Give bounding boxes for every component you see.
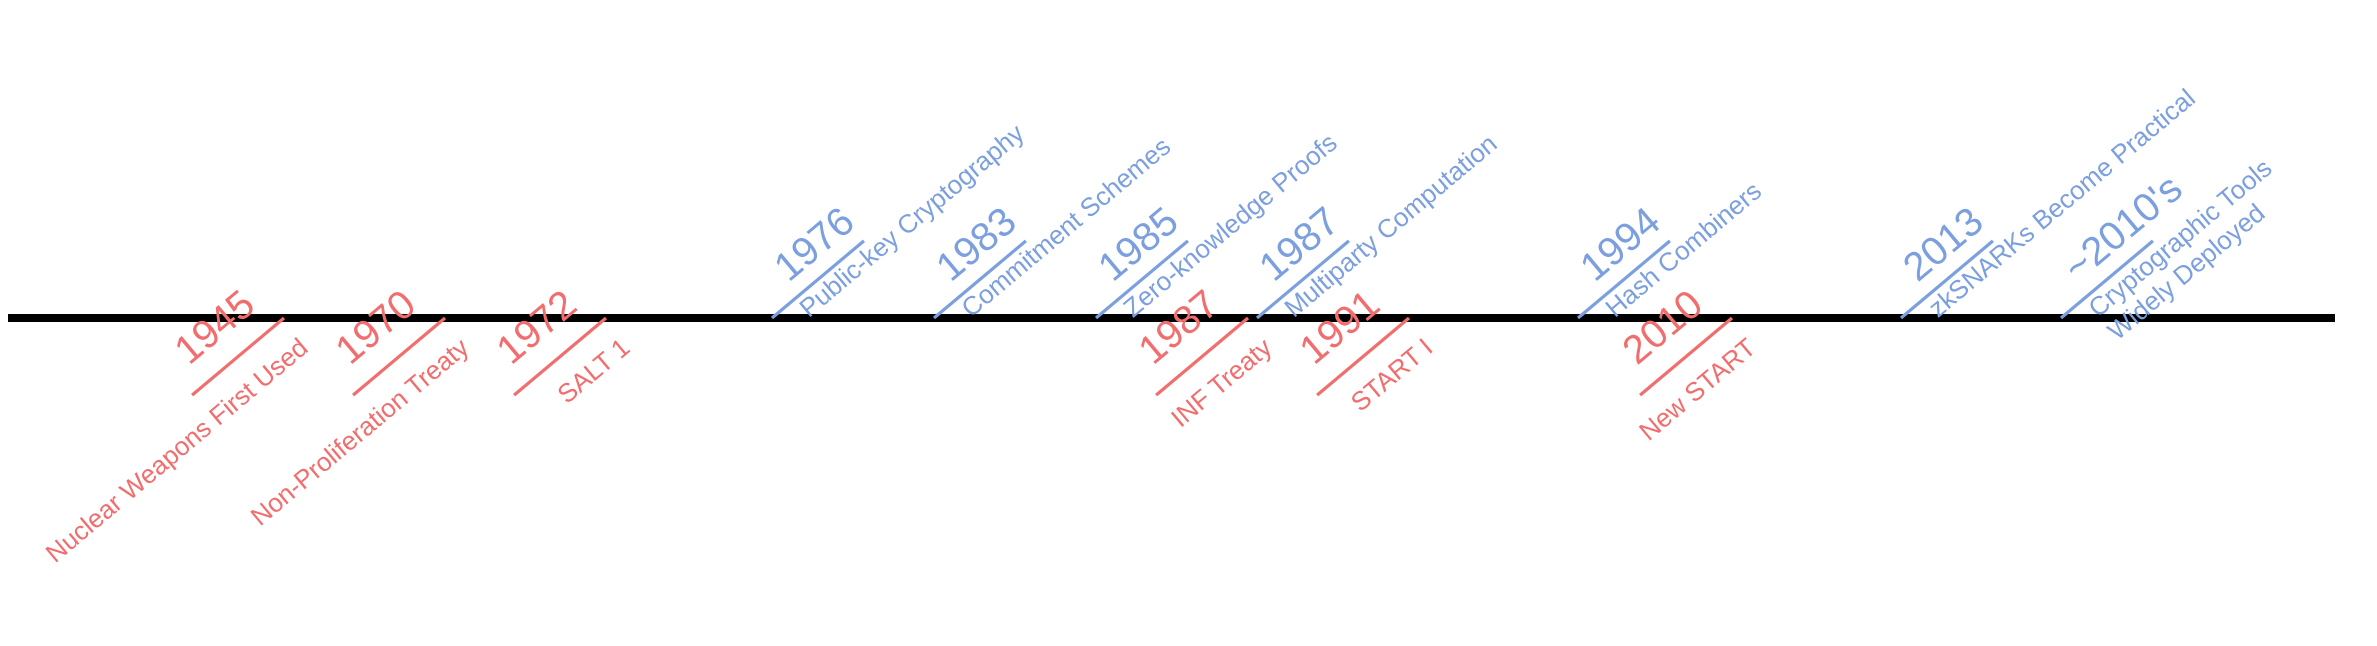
event-label: SALT 1 [551,332,635,409]
event-connector-line [1155,316,1250,397]
event-year: 1970 [328,282,424,373]
event-year: 1945 [167,282,263,373]
event-connector-line [1255,239,1350,320]
event-connector-line [932,239,1027,320]
event-label: START I [1345,332,1438,417]
event-connector-line [1899,239,1994,320]
event-connector-line [2059,239,2154,320]
event-year: 1972 [489,282,585,373]
event-connector-line [1094,239,1189,320]
event-connector-line [1639,316,1734,397]
event-connector-line [770,239,865,320]
event-connector-line [352,316,447,397]
event-connector-line [513,316,608,397]
event-connector-line [1316,316,1411,397]
event-label: Nuclear Weapons First Used [40,332,314,568]
event-connector-line [191,316,286,397]
event-connector-line [1576,239,1671,320]
